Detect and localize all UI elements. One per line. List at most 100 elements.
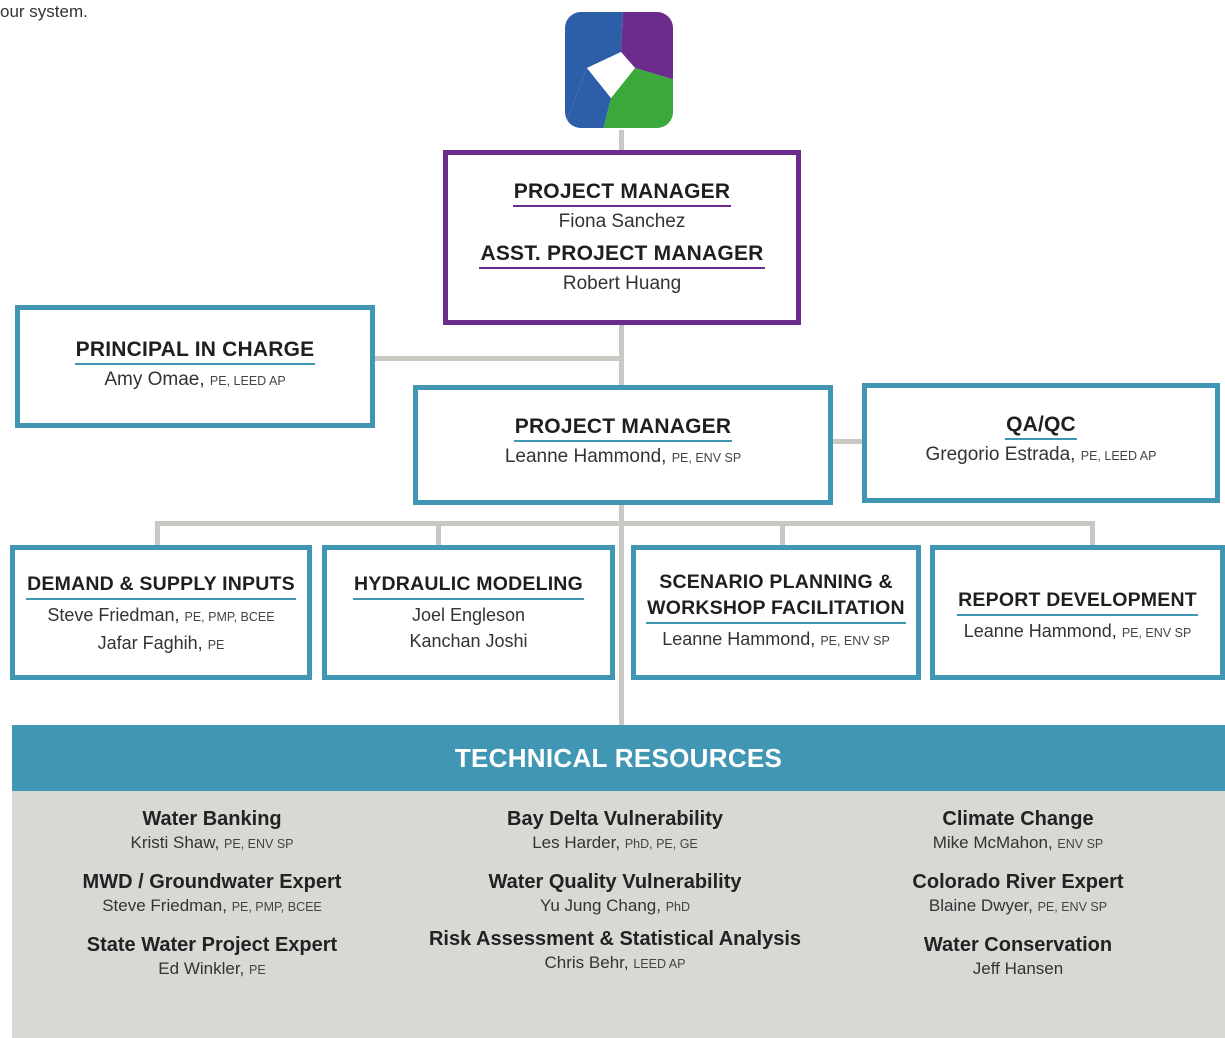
role-scenario-planning: SCENARIO PLANNING & (659, 571, 893, 593)
tech-title: Climate Change (942, 808, 1094, 830)
cred-leanne-hammond: PE, ENV SP (671, 451, 742, 465)
connector-qaqc (832, 439, 865, 444)
name-joel-engleson: Joel Engleson (411, 605, 526, 625)
cred-amy-omae: PE, LEED AP (209, 374, 286, 388)
tech-name: Kristi Shaw, (130, 833, 220, 852)
tech-item: State Water Project Expert Ed Winkler, P… (12, 933, 412, 982)
tech-name-line: Ed Winkler, PE (12, 957, 412, 982)
tech-name: Blaine Dwyer, (928, 896, 1033, 915)
tech-cred: PE, ENV SP (1037, 900, 1108, 914)
name-jafar-faghih: Jafar Faghih, (97, 633, 203, 653)
tech-name: Chris Behr, (544, 953, 629, 972)
tech-title: Colorado River Expert (912, 871, 1124, 893)
role-principal-in-charge: PRINCIPAL IN CHARGE (74, 337, 316, 365)
tech-item: Risk Assessment & Statistical Analysis C… (415, 927, 815, 976)
cred-leanne-hammond-scenario: PE, ENV SP (820, 634, 890, 648)
connector-trunk-lower (619, 503, 624, 725)
tech-name-line: Blaine Dwyer, PE, ENV SP (818, 894, 1218, 919)
report-name-line: Leanne Hammond, PE, ENV SP (935, 618, 1220, 646)
role-qaqc: QA/QC (1005, 412, 1077, 440)
tech-cred: PE (249, 963, 266, 977)
tech-column-1: Water Banking Kristi Shaw, PE, ENV SP MW… (12, 807, 412, 996)
demand-name-2: Jafar Faghih, PE (15, 630, 307, 658)
cred-jafar-faghih: PE (207, 638, 225, 652)
tech-title: State Water Project Expert (86, 934, 338, 956)
tech-item: Water Quality Vulnerability Yu Jung Chan… (415, 870, 815, 919)
name-steve-friedman: Steve Friedman, (47, 605, 180, 625)
tech-item: Bay Delta Vulnerability Les Harder, PhD,… (415, 807, 815, 856)
tech-name-line: Yu Jung Chang, PhD (415, 894, 815, 919)
qaqc-box: QA/QC Gregorio Estrada, PE, LEED AP (862, 383, 1220, 503)
tech-item: MWD / Groundwater Expert Steve Friedman,… (12, 870, 412, 919)
demand-supply-box: DEMAND & SUPPLY INPUTS Steve Friedman, P… (10, 545, 312, 680)
role-asst-project-manager: ASST. PROJECT MANAGER (479, 241, 765, 269)
connector-principal (374, 356, 624, 361)
connector-team-demand (155, 521, 160, 548)
demand-name-1: Steve Friedman, PE, PMP, BCEE (15, 602, 307, 630)
manager-name-line: Leanne Hammond, PE, ENV SP (418, 444, 828, 471)
project-manager-box: PROJECT MANAGER Leanne Hammond, PE, ENV … (413, 385, 833, 505)
tech-name-line: Les Harder, PhD, PE, GE (415, 831, 815, 856)
tech-title: Bay Delta Vulnerability (507, 808, 723, 830)
tech-cred: ENV SP (1057, 837, 1104, 851)
connector-team-report (1090, 521, 1095, 548)
tech-item: Water Banking Kristi Shaw, PE, ENV SP (12, 807, 412, 856)
tech-cred: LEED AP (633, 957, 686, 971)
tech-cred: PhD, PE, GE (624, 837, 698, 851)
report-development-box: REPORT DEVELOPMENT Leanne Hammond, PE, E… (930, 545, 1225, 680)
name-leanne-hammond: Leanne Hammond, (504, 446, 667, 467)
qaqc-name-line: Gregorio Estrada, PE, LEED AP (867, 442, 1215, 469)
tech-name-line: Chris Behr, LEED AP (415, 951, 815, 976)
cred-gregorio-estrada: PE, LEED AP (1080, 449, 1157, 463)
tech-column-2: Bay Delta Vulnerability Les Harder, PhD,… (415, 807, 815, 990)
name-robert-huang: Robert Huang (562, 273, 682, 294)
tech-cred: PhD (665, 900, 691, 914)
principal-name-line: Amy Omae, PE, LEED AP (20, 367, 370, 394)
tech-title: Water Quality Vulnerability (488, 871, 742, 893)
role-workshop-facilitation: WORKSHOP FACILITATION (646, 596, 906, 624)
name-kanchan-joshi: Kanchan Joshi (409, 631, 528, 651)
tech-name: Steve Friedman, (102, 896, 227, 915)
role-report-development: REPORT DEVELOPMENT (957, 588, 1198, 616)
hydraulic-modeling-box: HYDRAULIC MODELING Joel Engleson Kanchan… (322, 545, 615, 680)
name-fiona-sanchez: Fiona Sanchez (558, 211, 686, 232)
name-amy-omae: Amy Omae, (104, 369, 205, 390)
intro-text: our system. (0, 2, 88, 21)
technical-resources-panel: Water Banking Kristi Shaw, PE, ENV SP MW… (12, 791, 1225, 1038)
role-project-manager-mid: PROJECT MANAGER (513, 414, 733, 442)
tech-title: Water Conservation (923, 934, 1113, 956)
scenario-planning-box: SCENARIO PLANNING & WORKSHOP FACILITATIO… (631, 545, 921, 680)
connector-team-bar (155, 521, 1095, 526)
principal-in-charge-box: PRINCIPAL IN CHARGE Amy Omae, PE, LEED A… (15, 305, 375, 428)
tech-column-3: Climate Change Mike McMahon, ENV SP Colo… (818, 807, 1218, 996)
tech-cred: PE, ENV SP (224, 837, 294, 851)
tech-name: Ed Winkler, (158, 959, 245, 978)
tech-name-line: Jeff Hansen (818, 957, 1218, 982)
connector-team-scenario (780, 521, 785, 548)
connector-team-hydraulic (436, 521, 441, 548)
tech-cred: PE, PMP, BCEE (231, 900, 322, 914)
connector-trunk-upper (619, 320, 624, 390)
tech-title: MWD / Groundwater Expert (82, 871, 342, 893)
tech-name-line: Steve Friedman, PE, PMP, BCEE (12, 894, 412, 919)
role-hydraulic-modeling: HYDRAULIC MODELING (353, 572, 584, 600)
cred-steve-friedman: PE, PMP, BCEE (184, 610, 275, 624)
tech-name: Les Harder, (532, 833, 621, 852)
name-leanne-hammond-scenario: Leanne Hammond, (662, 629, 816, 649)
tech-name: Jeff Hansen (972, 959, 1064, 978)
role-demand-supply: DEMAND & SUPPLY INPUTS (26, 572, 296, 600)
shutter-aperture-logo (563, 10, 675, 130)
tech-name: Yu Jung Chang, (539, 896, 661, 915)
scenario-name-line: Leanne Hammond, PE, ENV SP (636, 626, 916, 654)
tech-title: Water Banking (142, 808, 282, 830)
tech-title: Risk Assessment & Statistical Analysis (428, 928, 802, 950)
tech-item: Climate Change Mike McMahon, ENV SP (818, 807, 1218, 856)
name-gregorio-estrada: Gregorio Estrada, (925, 444, 1076, 465)
technical-resources-header: TECHNICAL RESOURCES (12, 725, 1225, 791)
tech-item: Colorado River Expert Blaine Dwyer, PE, … (818, 870, 1218, 919)
connector-logo-top (619, 130, 624, 154)
tech-name: Mike McMahon, (932, 833, 1053, 852)
tech-name-line: Mike McMahon, ENV SP (818, 831, 1218, 856)
role-project-manager: PROJECT MANAGER (512, 179, 732, 207)
tech-name-line: Kristi Shaw, PE, ENV SP (12, 831, 412, 856)
